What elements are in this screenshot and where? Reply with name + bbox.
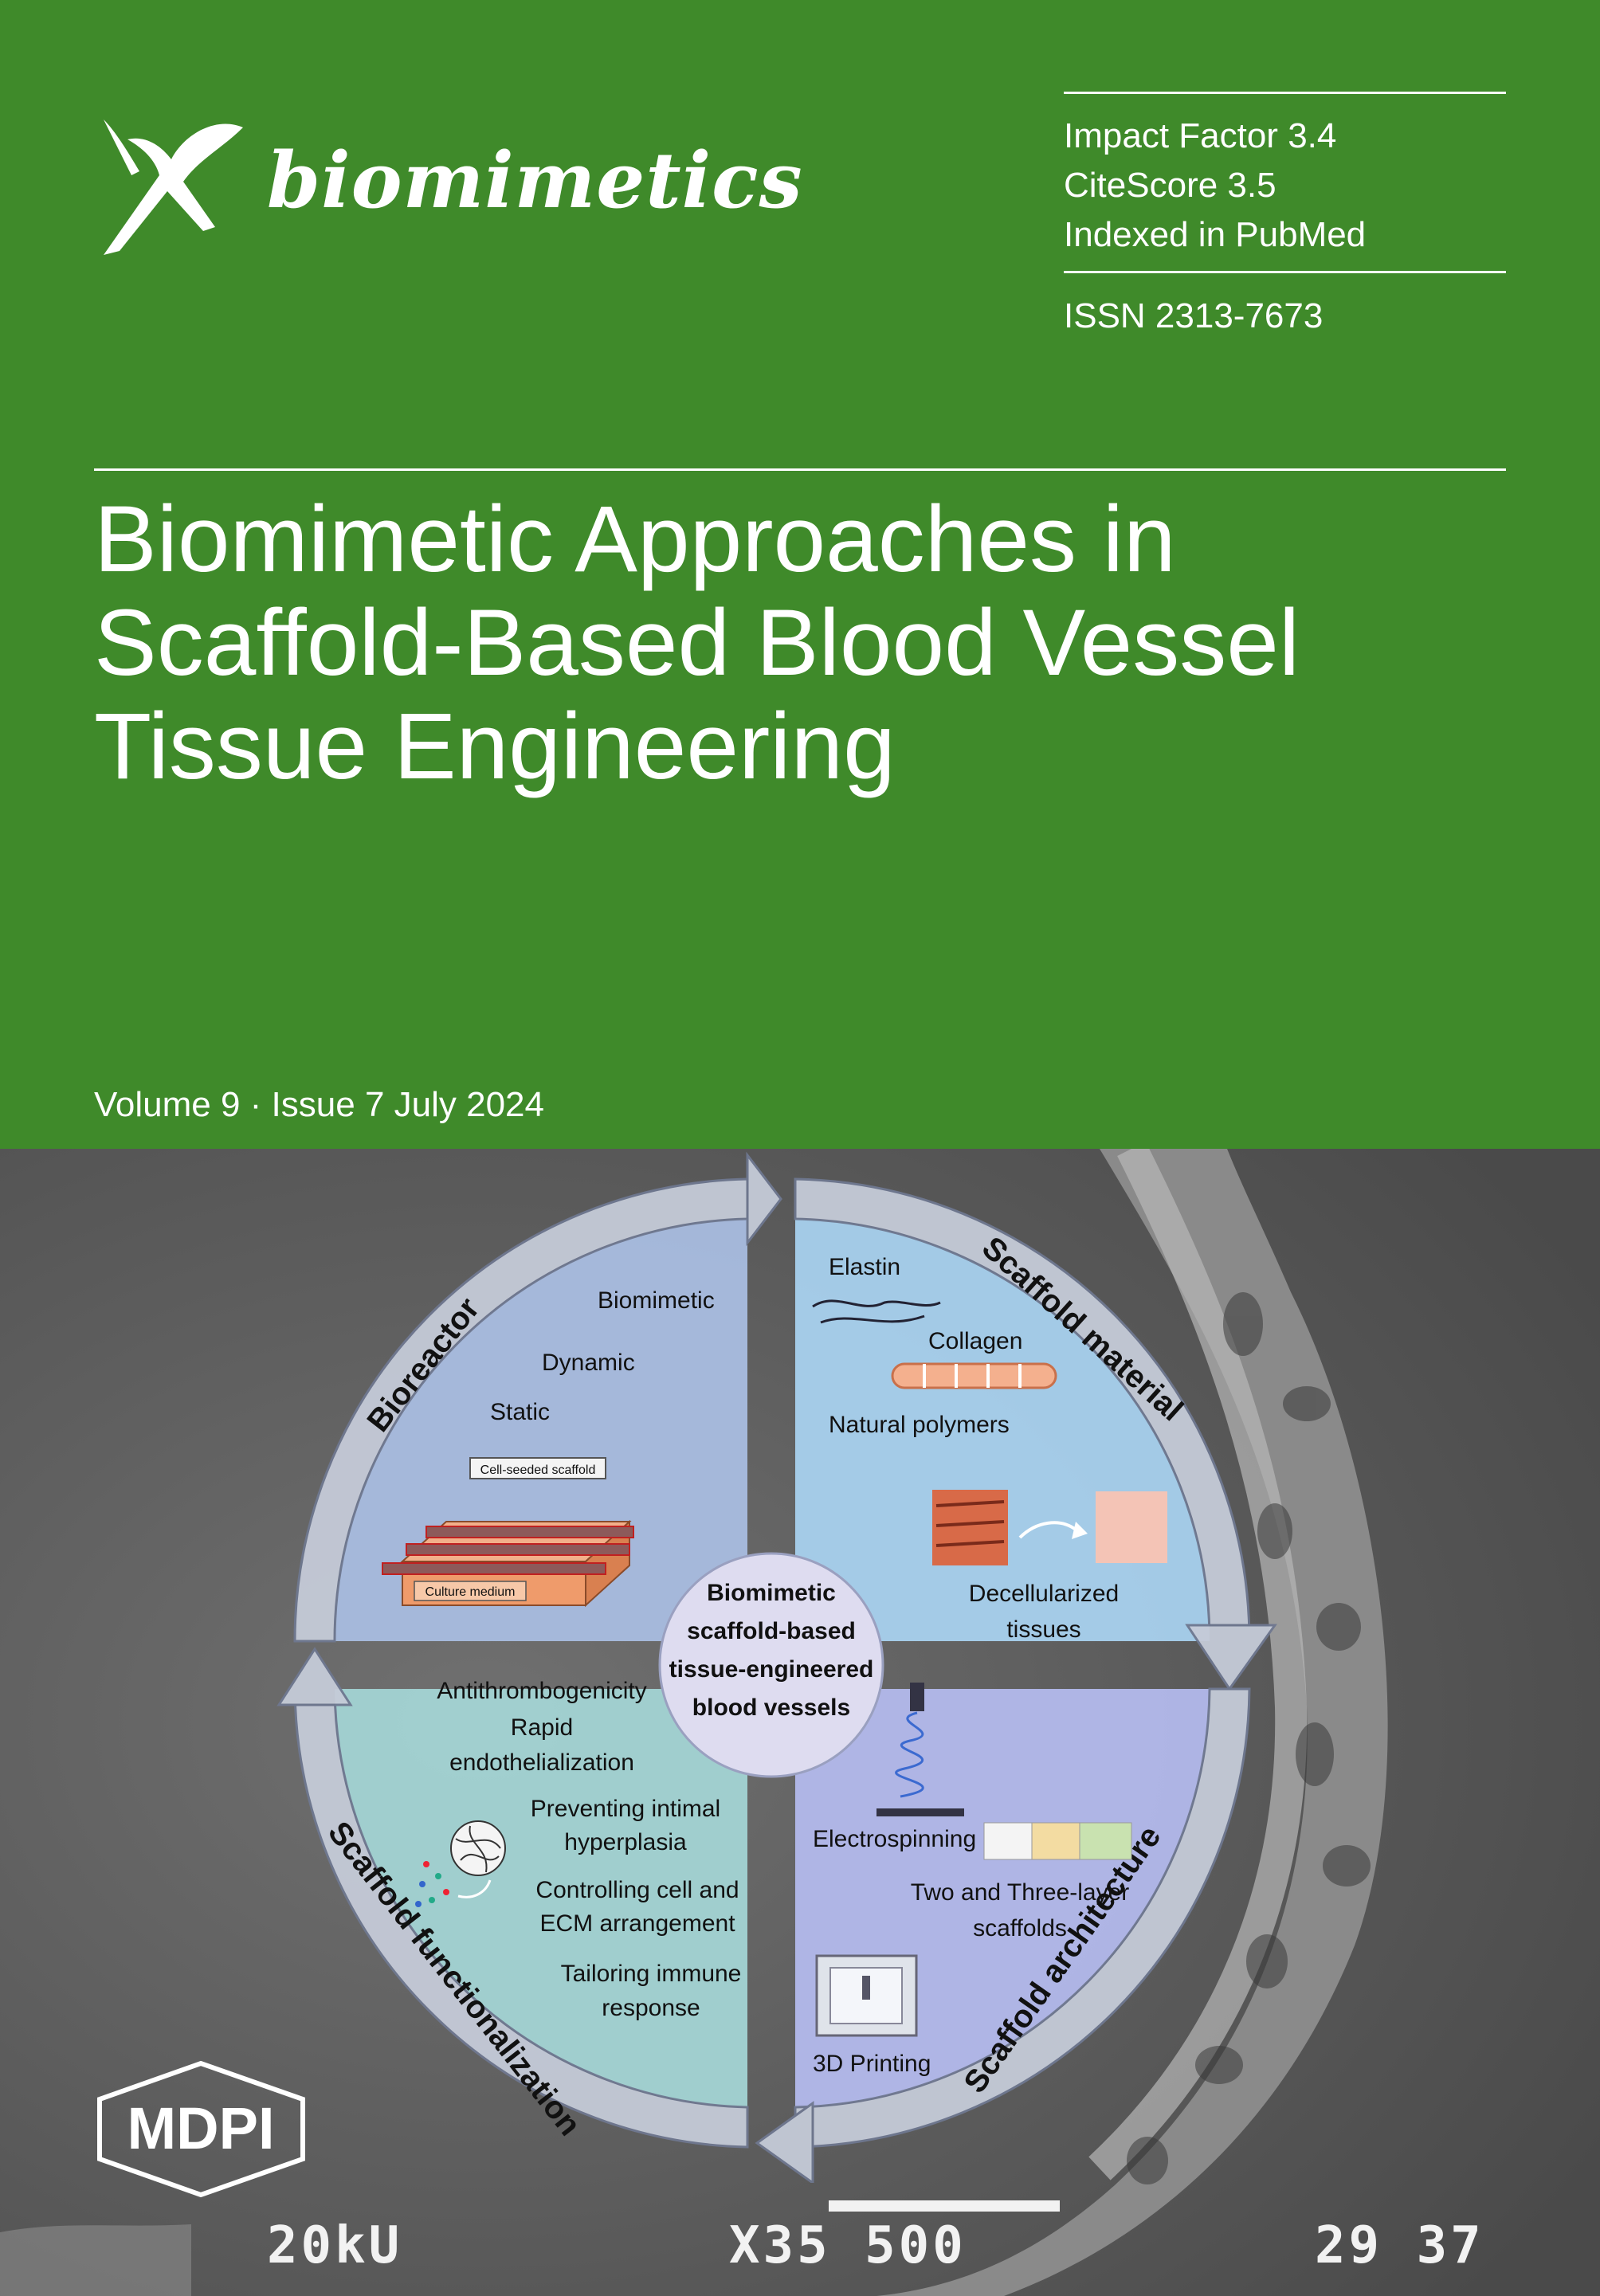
function-item: ECM arrangement	[539, 1910, 735, 1937]
function-item: Controlling cell and	[535, 1877, 739, 1903]
collagen-icon	[891, 1362, 1057, 1389]
layered-scaffold-icon	[983, 1822, 1132, 1860]
article-title: Biomimetic Approaches in Scaffold-Based …	[94, 488, 1528, 798]
indexed-in: Indexed in PubMed	[1064, 215, 1367, 254]
function-item: endothelialization	[449, 1749, 634, 1776]
sem-number: 29 37	[1315, 2216, 1484, 2275]
issue-info: Volume 9 · Issue 7 July 2024	[94, 1085, 544, 1124]
function-item: hyperplasia	[564, 1829, 687, 1855]
3d-printer-icon	[815, 1954, 918, 2037]
citescore: CiteScore 3.5	[1064, 166, 1276, 205]
layers-label: scaffolds	[973, 1915, 1067, 1941]
center-label: blood vessels	[692, 1695, 850, 1721]
function-item: Preventing intimal	[531, 1796, 720, 1822]
quadrant-functionalization	[335, 1689, 747, 2107]
sem-voltage: 20kU	[267, 2216, 403, 2275]
mdpi-logo: MDPI	[97, 2060, 305, 2198]
center-label: tissue-engineered	[669, 1656, 874, 1683]
layers-label: Two and Three-layer	[911, 1879, 1130, 1906]
culture-medium-label: Culture medium	[425, 1585, 516, 1599]
function-item: Antithrombogenicity	[437, 1678, 646, 1704]
title-line: Biomimetic Approaches in	[94, 487, 1176, 592]
issn: ISSN 2313-7673	[1064, 296, 1324, 335]
bioreactor-item: Biomimetic	[598, 1287, 715, 1314]
center-label: Biomimetic	[707, 1580, 836, 1606]
decellularized-label: tissues	[1006, 1616, 1080, 1643]
printing-label: 3D Printing	[813, 2051, 931, 2077]
cover-figure: Biomimetic scaffold-based tissue-enginee…	[276, 1151, 1277, 2183]
center-label: scaffold-based	[687, 1618, 856, 1644]
function-item: Tailoring immune	[561, 1961, 742, 1987]
material-item: Collagen	[928, 1328, 1022, 1354]
publisher-name: MDPI	[127, 2095, 275, 2161]
divider	[1064, 271, 1506, 273]
cell-seeded-label: Cell-seeded scaffold	[480, 1463, 596, 1477]
elastin-icon	[812, 1299, 941, 1308]
electrospinning-icon	[876, 1683, 964, 1816]
journal-name: biomimetics	[267, 135, 803, 225]
divider	[1064, 92, 1506, 94]
title-line: Scaffold-Based Blood Vessel	[94, 590, 1300, 695]
electrospinning-label: Electrospinning	[813, 1826, 976, 1852]
decellularization-icon	[932, 1490, 1167, 1565]
title-line: Tissue Engineering	[94, 694, 896, 799]
divider	[94, 468, 1506, 471]
cover-header	[0, 0, 1600, 1149]
sem-magnification: X35 500	[729, 2216, 967, 2275]
bioreactor-item: Dynamic	[542, 1350, 635, 1376]
material-item: Elastin	[829, 1254, 900, 1280]
impact-factor: Impact Factor 3.4	[1064, 116, 1337, 155]
bioreactor-illustration: Culture medium	[382, 1519, 634, 1608]
function-item: response	[602, 1995, 700, 2021]
bioreactor-item: Static	[490, 1399, 550, 1425]
function-item: Rapid	[511, 1714, 573, 1741]
center-circle	[658, 1552, 884, 1778]
fiber-network-icon	[415, 1820, 506, 1907]
material-item: Natural polymers	[829, 1412, 1010, 1438]
bird-logo-icon	[104, 120, 243, 255]
decellularized-label: Decellularized	[969, 1581, 1119, 1607]
